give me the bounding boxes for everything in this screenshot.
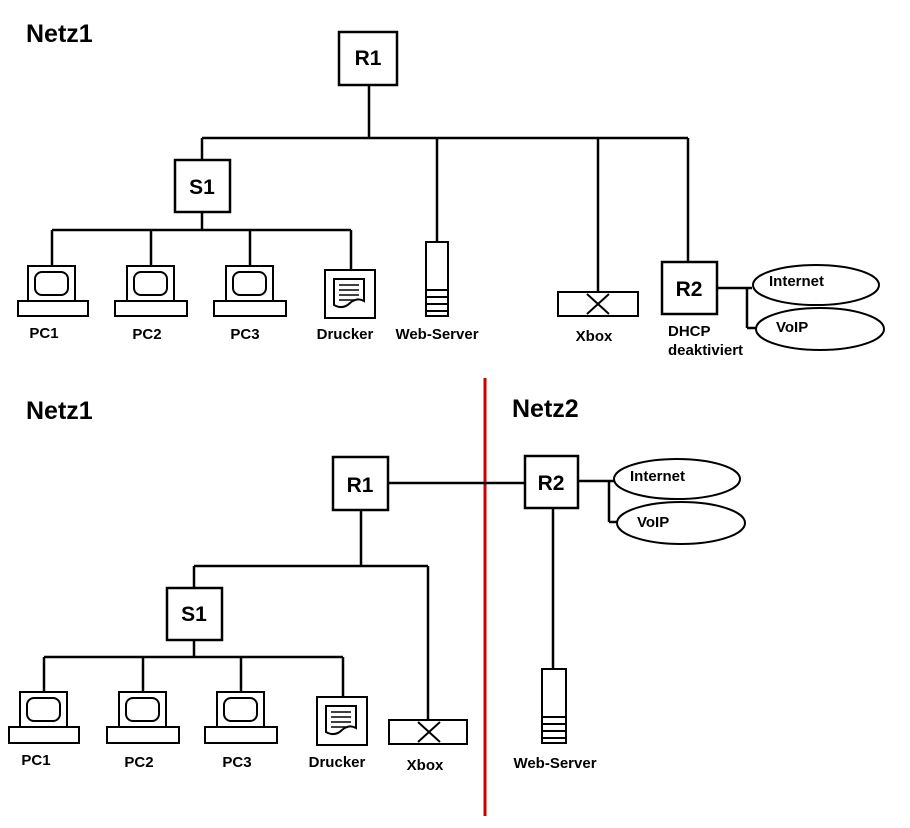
printer-net1-icon[interactable]: Drucker <box>309 696 368 771</box>
switch-s1-net1[interactable]: S1 <box>165 586 224 642</box>
router-r1[interactable]: R1 <box>337 30 399 87</box>
pc2-label: PC2 <box>132 326 161 343</box>
router-r2-net2[interactable]: R2 <box>523 454 580 510</box>
pc1-net1-label: PC1 <box>21 752 50 769</box>
xbox-net1-icon[interactable]: Xbox <box>388 719 468 774</box>
voip-label: VoIP <box>776 319 808 336</box>
pc2-net1-icon[interactable]: PC2 <box>106 691 180 771</box>
switch-s1-label: S1 <box>189 176 215 199</box>
diagram-1-title: Netz1 <box>26 20 93 48</box>
diagram-1: Netz1 R1 S1 <box>17 20 885 359</box>
pc3-net1-label: PC3 <box>222 754 251 771</box>
voip-net2-label: VoIP <box>637 514 669 531</box>
diagram-2-links <box>42 479 618 742</box>
internet-label: Internet <box>769 273 824 290</box>
voip-ellipse[interactable]: VoIP <box>755 307 885 351</box>
pc3-net1-icon[interactable]: PC3 <box>204 691 278 771</box>
voip-net2-ellipse[interactable]: VoIP <box>616 501 746 545</box>
webserver-net2-icon[interactable]: Web-Server <box>513 668 597 772</box>
router-r1-net1-label: R1 <box>347 474 374 497</box>
diagram-1-links <box>50 85 756 330</box>
xbox-label: Xbox <box>576 328 613 345</box>
router-r2-net2-label: R2 <box>538 472 565 495</box>
webserver-label: Web-Server <box>395 326 478 343</box>
printer-net1-label: Drucker <box>309 754 366 771</box>
pc2-net1-label: PC2 <box>124 754 153 771</box>
router-r2-label: R2 <box>676 278 703 301</box>
webserver-icon[interactable]: Web-Server <box>395 241 479 343</box>
webserver-net2-label: Web-Server <box>513 755 596 772</box>
printer-icon[interactable]: Drucker <box>317 269 376 343</box>
xbox-icon[interactable]: Xbox <box>557 291 639 345</box>
dhcp-label-line1: DHCP <box>668 323 711 340</box>
diagram-2-title-right: Netz2 <box>512 395 579 423</box>
pc1-label: PC1 <box>29 325 58 342</box>
switch-s1-net1-label: S1 <box>181 603 207 626</box>
pc3-label: PC3 <box>230 326 259 343</box>
router-r2[interactable]: R2 DHCP deaktiviert <box>660 260 743 359</box>
pc3-icon[interactable]: PC3 <box>213 265 287 343</box>
pc1-net1-icon[interactable]: PC1 <box>8 691 80 769</box>
diagram-2: Netz1 Netz2 R1 <box>8 378 746 816</box>
internet-net2-label: Internet <box>630 468 685 485</box>
dhcp-label-line2: deaktiviert <box>668 342 743 359</box>
internet-net2-ellipse[interactable]: Internet <box>613 458 741 500</box>
router-r1-label: R1 <box>355 47 382 70</box>
switch-s1[interactable]: S1 <box>173 158 232 214</box>
xbox-net1-label: Xbox <box>407 757 444 774</box>
diagram-2-title-left: Netz1 <box>26 397 93 425</box>
pc1-icon[interactable]: PC1 <box>17 265 89 342</box>
pc2-icon[interactable]: PC2 <box>114 265 188 343</box>
internet-ellipse[interactable]: Internet <box>752 264 880 306</box>
router-r1-net1[interactable]: R1 <box>331 455 390 512</box>
printer-label: Drucker <box>317 326 374 343</box>
